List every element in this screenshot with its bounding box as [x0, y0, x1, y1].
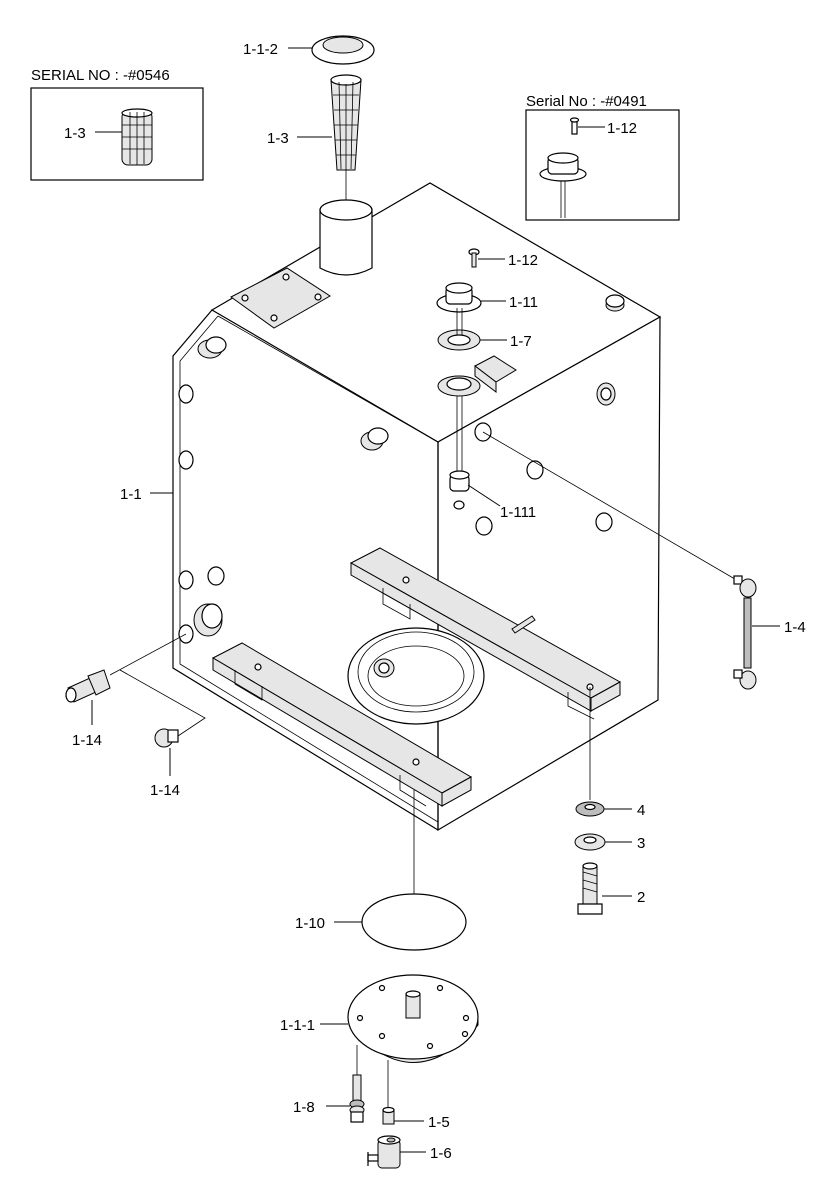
gasket-icon: [437, 329, 481, 351]
label-washer-flat: 3: [637, 835, 645, 852]
packing-icon: [361, 893, 467, 951]
serial-box-left-title: SERIAL NO : -#0546: [31, 67, 170, 84]
label-connector: 1-5: [428, 1114, 450, 1131]
screw-icon: [468, 248, 480, 268]
strainer-inset-icon: [121, 108, 153, 166]
cap-icon: [311, 35, 375, 65]
sight-gauge-icon: [733, 575, 757, 690]
label-sight-gauge: 1-4: [784, 619, 806, 636]
washer-rubber-icon: [575, 801, 605, 817]
connector-icon: [382, 1106, 395, 1125]
label-gasket: 1-7: [510, 333, 532, 350]
label-cap: 1-1-2: [243, 41, 278, 58]
label-strainer-inset: 1-3: [64, 125, 86, 142]
label-screw-inset: 1-12: [607, 120, 637, 137]
label-float: 1-111: [500, 504, 536, 521]
cover-icon: [347, 974, 479, 1063]
label-washer-rubber: 4: [637, 802, 645, 819]
label-cover: 1-1-1: [280, 1017, 315, 1034]
label-plug: 1-14: [150, 782, 180, 799]
serial-box-left: SERIAL NO : -#0546 1-3: [30, 67, 204, 181]
label-packing: 1-10: [295, 915, 325, 932]
bolt-icon: [577, 862, 603, 915]
plug-icon: [154, 728, 179, 748]
label-drain-cock: 1-6: [430, 1145, 452, 1162]
serial-box-right-title: Serial No : -#0491: [526, 93, 647, 110]
gauge-flange-icon: [437, 375, 481, 397]
label-bolt-set: 1-8: [293, 1099, 315, 1116]
strainer-icon: [330, 74, 362, 171]
fitting-icon: [65, 669, 111, 703]
level-gauge-inset-icon: [539, 117, 587, 218]
bolt-set-icon: [349, 1074, 365, 1123]
label-bolt: 2: [637, 889, 645, 906]
label-tank: 1-1: [120, 486, 142, 503]
label-strainer: 1-3: [267, 130, 289, 147]
level-gauge-top-icon: [436, 282, 482, 313]
label-screw: 1-12: [508, 252, 538, 269]
label-level-gauge-top: 1-11: [509, 294, 538, 311]
washer-flat-icon: [574, 833, 606, 851]
label-fitting: 1-14: [72, 732, 102, 749]
serial-box-right: Serial No : -#0491 1-12: [525, 93, 680, 221]
tank-body: [172, 182, 662, 832]
drain-cock-icon: [367, 1135, 401, 1169]
